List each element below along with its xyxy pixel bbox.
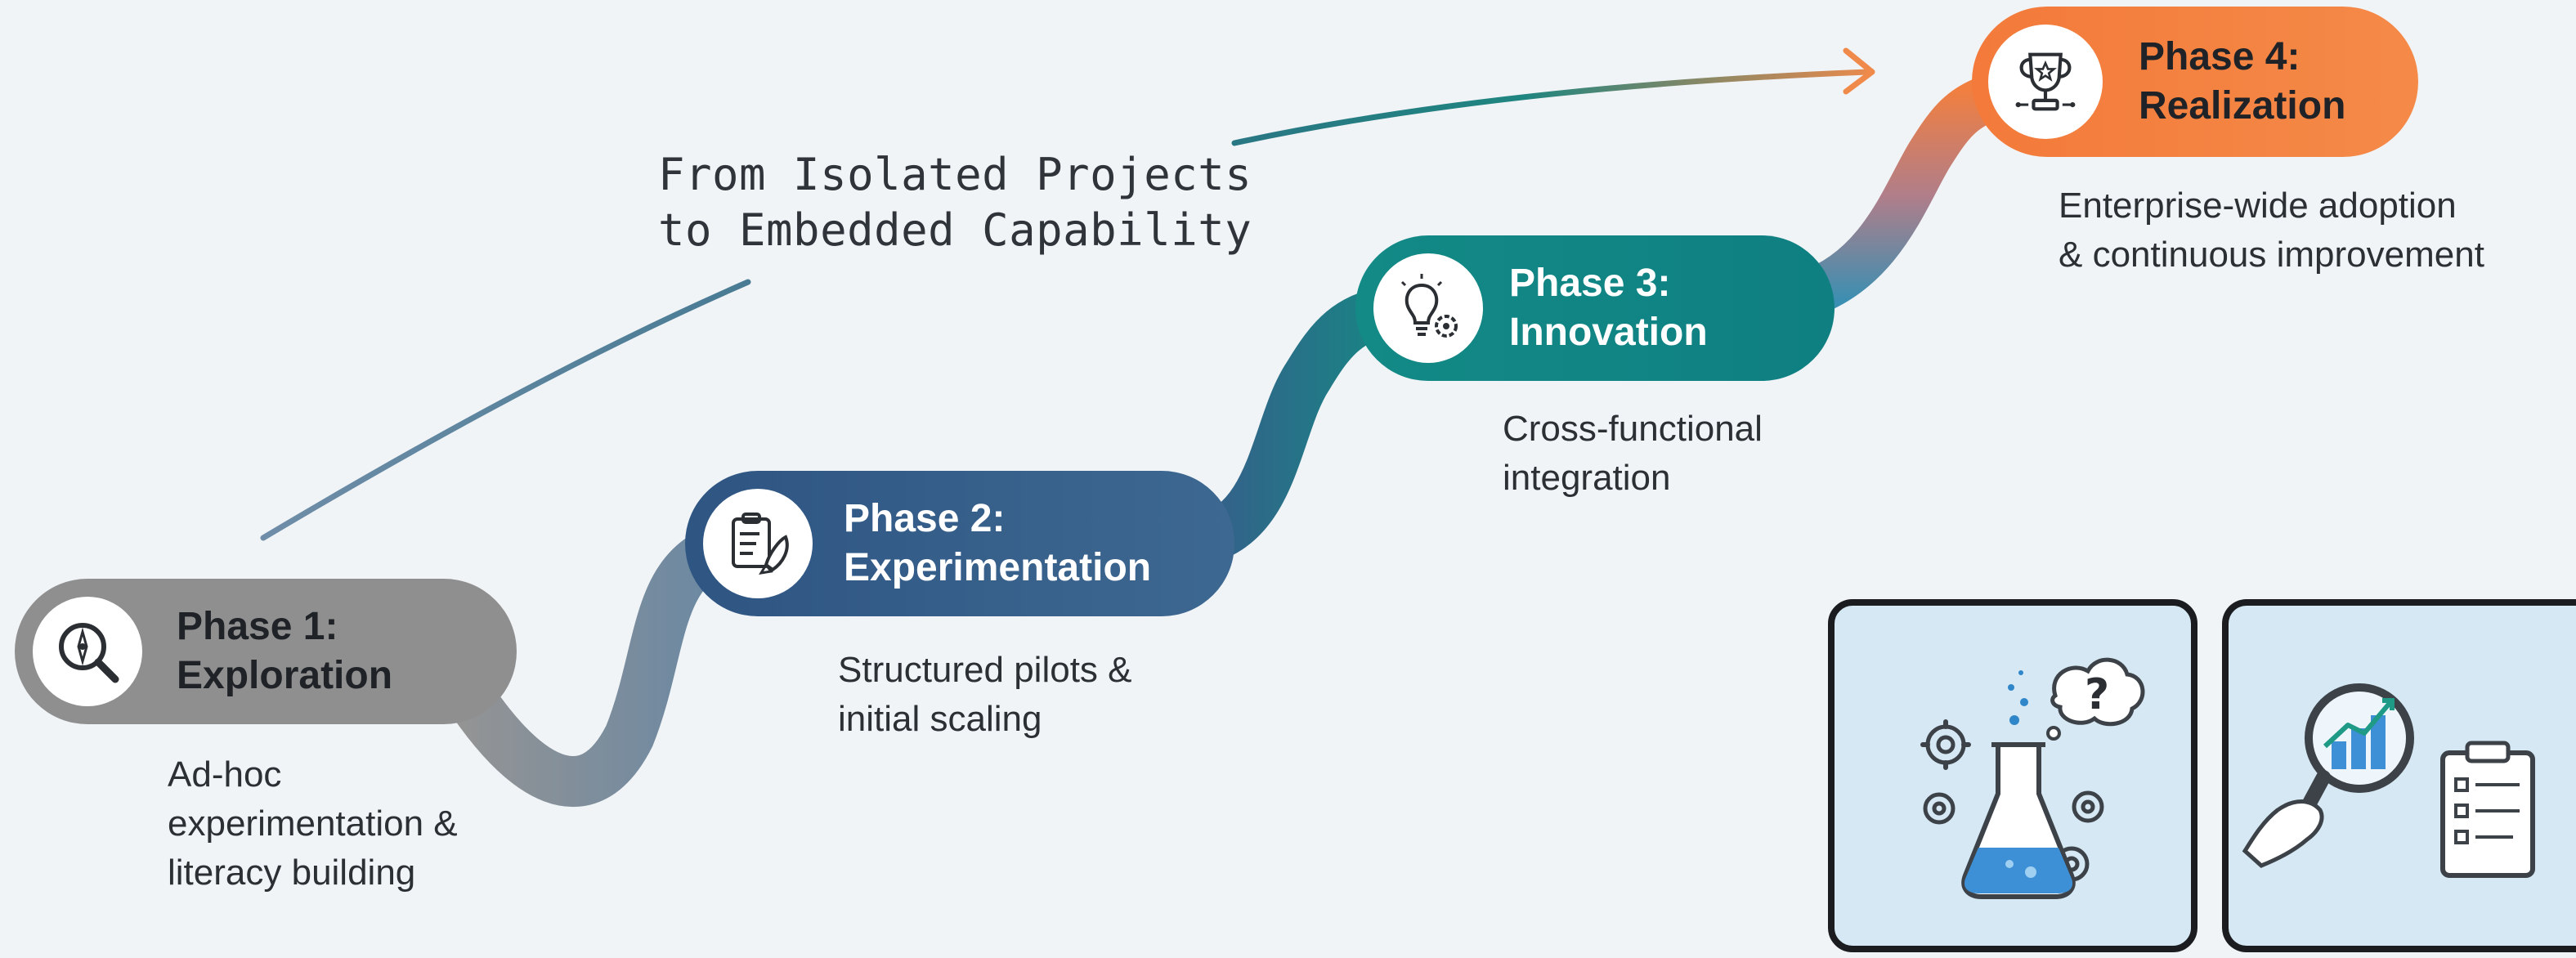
phase-2-pill: Phase 2: Experimentation: [685, 471, 1234, 616]
trend-arrow-lower: [260, 279, 751, 541]
illustration-card-analysis: [2222, 599, 2576, 952]
phase-1-desc-line: Ad-hoc: [168, 754, 282, 795]
phase-3-description: Cross-functional integration: [1503, 405, 1763, 503]
phase-3-title-line-2: Innovation: [1509, 311, 1708, 354]
clipboard-rocket-icon: [703, 489, 813, 598]
tagline-line-2: to Embedded Capability: [658, 204, 1252, 256]
phase-4-desc-line: & continuous improvement: [2059, 235, 2484, 275]
phase-1-desc-line: literacy building: [168, 853, 416, 893]
phase-1-desc-line: experimentation &: [168, 804, 458, 844]
phase-4-title-line-1: Phase 4:: [2139, 35, 2300, 78]
tagline-line-1: From Isolated Projects: [658, 149, 1252, 200]
phase-3-desc-line: integration: [1503, 458, 1671, 498]
trophy-icon: [1988, 25, 2103, 139]
phase-2-description: Structured pilots & initial scaling: [838, 646, 1132, 744]
phase-2-desc-line: Structured pilots &: [838, 650, 1132, 690]
compass-magnifier-icon: [33, 597, 142, 706]
illustration-card-experiment: ?: [1828, 599, 2197, 952]
path-segment-3-4: [1783, 73, 2018, 318]
phase-4-title-line-2: Realization: [2139, 84, 2346, 128]
phase-3-title-line-1: Phase 3:: [1509, 262, 1671, 305]
tagline: From Isolated Projects to Embedded Capab…: [658, 147, 1252, 258]
phase-1-title-line-1: Phase 1:: [177, 605, 338, 648]
phase-2-desc-line: initial scaling: [838, 699, 1042, 739]
phase-2-title-line-2: Experimentation: [844, 546, 1152, 589]
phase-4-description: Enterprise-wide adoption & continuous im…: [2059, 181, 2484, 280]
phase-1-title-line-2: Exploration: [177, 654, 393, 697]
magnifier-chart-clipboard-icon: [2242, 683, 2535, 878]
phase-4-pill: Phase 4: Realization: [1972, 7, 2418, 157]
trend-arrow-icon: [1843, 47, 1875, 95]
phase-4-desc-line: Enterprise-wide adoption: [2059, 186, 2457, 226]
phase-1-pill: Phase 1: Exploration: [15, 579, 517, 724]
lightbulb-gear-icon: [1373, 253, 1483, 363]
phase-3-desc-line: Cross-functional: [1503, 409, 1763, 449]
path-segment-1-2: [432, 524, 745, 807]
svg-text:?: ?: [2085, 670, 2109, 719]
trend-arrow-upper: [1231, 69, 1871, 146]
phase-1-description: Ad-hoc experimentation & literacy buildi…: [168, 750, 458, 898]
phase-2-title-line-1: Phase 2:: [844, 497, 1006, 540]
flask-gears-question-icon: ?: [1920, 657, 2145, 899]
phase-3-pill: Phase 3: Innovation: [1355, 235, 1835, 381]
path-segment-2-3: [1176, 285, 1415, 565]
